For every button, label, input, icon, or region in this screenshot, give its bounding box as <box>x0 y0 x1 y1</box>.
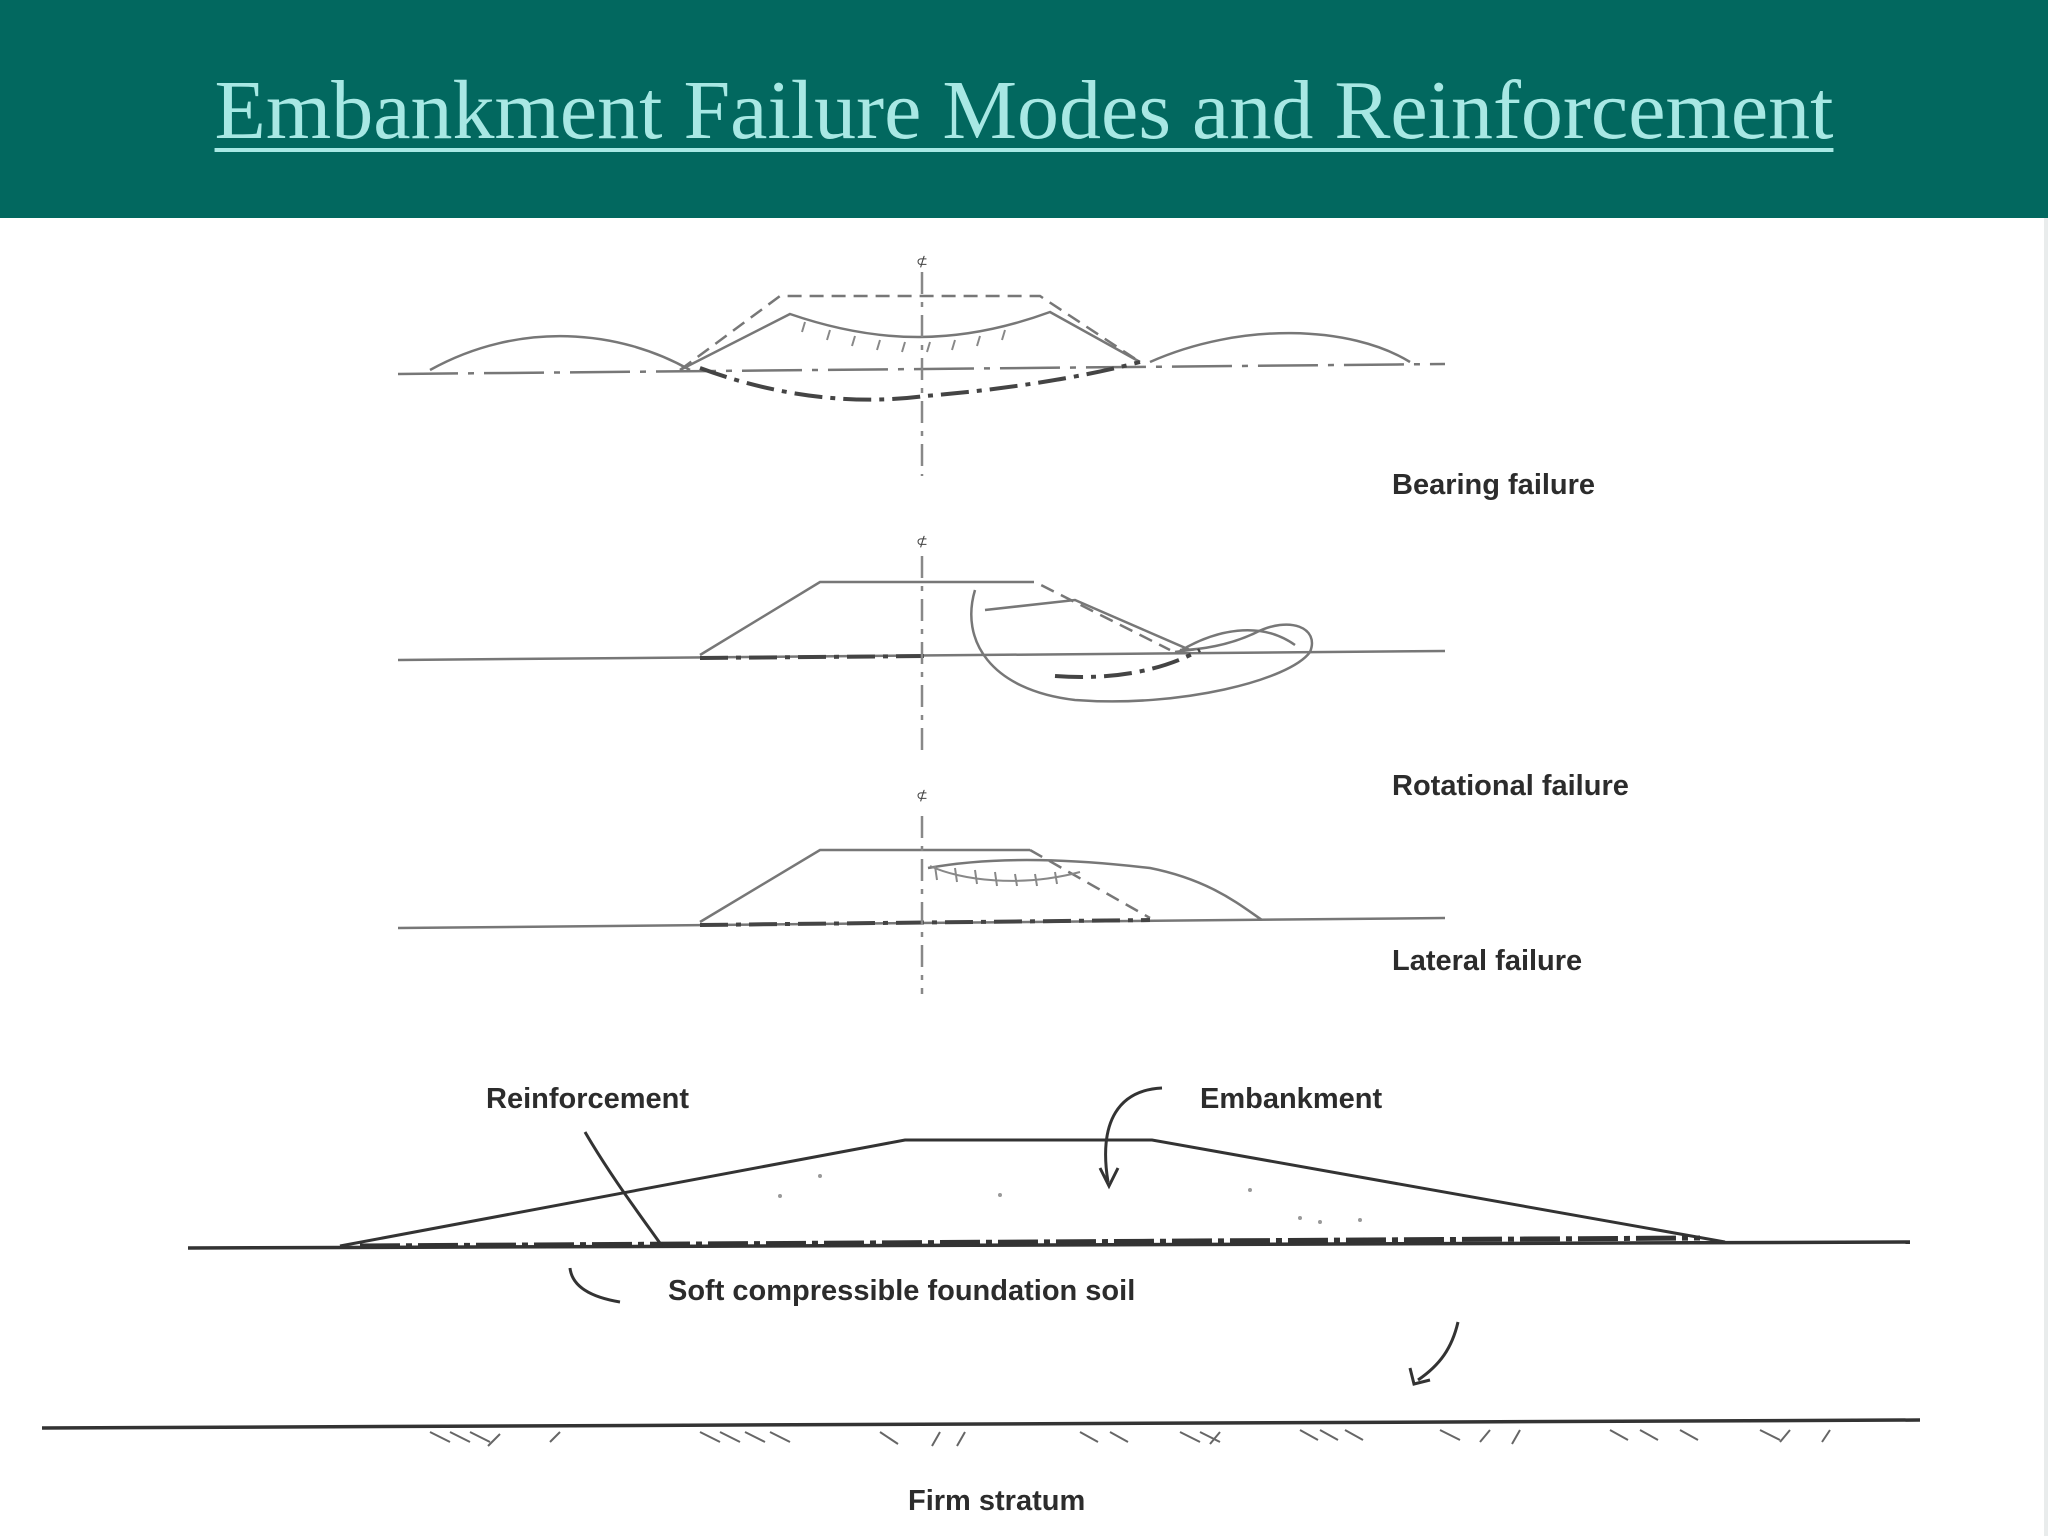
foundation-soil-label: Soft compressible foundation soil <box>668 1275 1135 1307</box>
rotational-slip-line <box>699 648 1201 679</box>
firm-stratum-label: Firm stratum <box>908 1485 1085 1517</box>
reinforced-embankment-sketch <box>41 1086 1921 1430</box>
firm-stratum-hatching <box>429 1429 1831 1447</box>
bearing-original-embankment <box>679 294 1141 372</box>
rotational-cl-mark: ⊄ <box>916 533 928 549</box>
bearing-cl-mark: ⊄ <box>916 253 928 269</box>
slide-edge <box>2044 218 2048 1536</box>
reinforcement-pointer <box>583 1131 664 1247</box>
bearing-settled-embankment <box>679 310 1141 372</box>
embankment-fill-specks <box>778 1174 1362 1224</box>
rotational-original-slope <box>1020 580 1171 652</box>
lateral-base-line <box>699 918 1151 927</box>
embankment-pointer-head <box>1098 1167 1120 1190</box>
bearing-failure-sketch <box>397 294 1446 402</box>
rotational-failure-label: Rotational failure <box>1392 770 1629 802</box>
rotational-failed-block <box>984 598 1195 654</box>
rotational-heave <box>1179 628 1296 653</box>
lateral-cl-mark: ⊄ <box>916 787 928 803</box>
foundation-pointer-left <box>568 1267 621 1304</box>
rotational-slip-circle <box>970 589 1314 703</box>
foundation-surface <box>187 1240 1911 1250</box>
bearing-failure-label: Bearing failure <box>1392 469 1595 501</box>
lateral-spread-bulge <box>927 858 1263 922</box>
embankment-pointer <box>1104 1086 1163 1183</box>
bearing-heave-right <box>1149 331 1411 364</box>
bearing-failure-surface <box>699 360 1141 402</box>
rotational-embankment-outline <box>699 580 1020 657</box>
lateral-hatching <box>929 865 1081 887</box>
bearing-hatching <box>801 321 1006 353</box>
reinforcement-label: Reinforcement <box>486 1083 689 1115</box>
firm-stratum-surface <box>41 1418 1921 1430</box>
slide-title: Embankment Failure Modes and Reinforceme… <box>214 64 1834 157</box>
lateral-failure-label: Lateral failure <box>1392 945 1582 977</box>
embankment-body <box>339 1138 1726 1248</box>
foundation-pointer-right-head <box>1408 1367 1431 1386</box>
foundation-pointer-right <box>1417 1321 1460 1382</box>
reinforcement-layer <box>359 1235 1701 1249</box>
title-bar: Embankment Failure Modes and Reinforceme… <box>0 0 2048 218</box>
embankment-label: Embankment <box>1200 1083 1382 1115</box>
lateral-embankment-outline <box>699 848 1030 924</box>
bearing-heave-left <box>429 334 691 372</box>
rotational-failure-sketch <box>397 580 1446 703</box>
